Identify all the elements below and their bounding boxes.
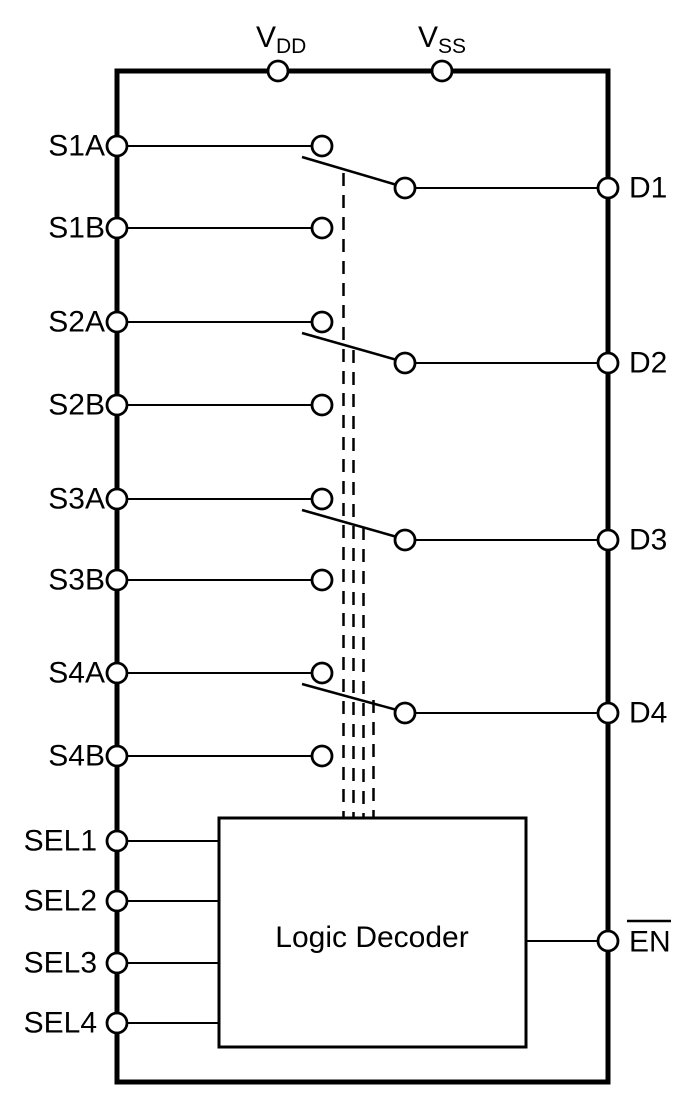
s2b-pin-terminal xyxy=(105,393,129,417)
switch4-contact-a xyxy=(310,661,334,685)
switch1-blade xyxy=(301,155,398,187)
d1-pin-label: D1 xyxy=(629,172,667,205)
d1-pin-terminal xyxy=(596,176,620,200)
sel2-pin-terminal xyxy=(105,889,129,913)
s3b-pin-label: S3B xyxy=(48,564,105,597)
s3a-pin-label: S3A xyxy=(48,483,105,516)
sel3-pin-label: SEL3 xyxy=(24,947,97,980)
s4a-pin-label: S4A xyxy=(48,657,105,690)
s1b-pin-label: S1B xyxy=(48,212,105,245)
switch4-contact-b xyxy=(310,744,334,768)
d3-pin-terminal xyxy=(596,528,620,552)
vdd-label-base: V xyxy=(256,21,276,54)
sel1-pin-label: SEL1 xyxy=(24,825,97,858)
switch1-contact-b xyxy=(310,216,334,240)
logic-decoder-label: Logic Decoder xyxy=(275,921,468,954)
d3-pin-label: D3 xyxy=(629,524,667,557)
vss-label-subscript: SS xyxy=(438,35,466,58)
sel4-pin-terminal xyxy=(105,1011,129,1035)
d2-pin-terminal xyxy=(596,351,620,375)
switch3-blade xyxy=(301,508,398,539)
s2b-pin-label: S2B xyxy=(48,389,105,422)
s3b-pin-terminal xyxy=(105,568,129,592)
s1a-pin-terminal xyxy=(105,134,129,158)
sel3-pin-terminal xyxy=(105,951,129,975)
s4a-pin-terminal xyxy=(105,661,129,685)
s2a-pin-label: S2A xyxy=(48,306,105,339)
switch3-pole xyxy=(393,528,417,552)
switch4-blade xyxy=(301,682,398,712)
d2-pin-label: D2 xyxy=(629,347,667,380)
switch1-pole xyxy=(393,176,417,200)
switch3-contact-b xyxy=(310,568,334,592)
en-pin-terminal xyxy=(596,929,620,953)
vdd-pin-label: VDD xyxy=(256,21,306,58)
vss-pin-label: VSS xyxy=(418,21,466,58)
d4-pin-terminal xyxy=(596,701,620,725)
switch2-contact-b xyxy=(310,393,334,417)
switch1-contact-a xyxy=(310,134,334,158)
vss-pin-terminal xyxy=(430,59,454,83)
sel1-pin-terminal xyxy=(105,829,129,853)
sel2-pin-label: SEL2 xyxy=(24,885,97,918)
switch2-blade xyxy=(301,331,398,362)
switch2-contact-a xyxy=(310,310,334,334)
sel4-pin-label: SEL4 xyxy=(24,1007,97,1040)
vdd-label-subscript: DD xyxy=(276,35,306,58)
switch4-pole xyxy=(393,701,417,725)
switch3-contact-a xyxy=(310,487,334,511)
switch2-pole xyxy=(393,351,417,375)
s4b-pin-label: S4B xyxy=(48,740,105,773)
d4-pin-label: D4 xyxy=(629,697,667,730)
en-pin-label: EN xyxy=(629,926,671,959)
s4b-pin-terminal xyxy=(105,744,129,768)
s3a-pin-terminal xyxy=(105,487,129,511)
vdd-pin-terminal xyxy=(266,59,290,83)
vss-label-base: V xyxy=(418,21,438,54)
s1b-pin-terminal xyxy=(105,216,129,240)
s1a-pin-label: S1A xyxy=(48,130,105,163)
s2a-pin-terminal xyxy=(105,310,129,334)
